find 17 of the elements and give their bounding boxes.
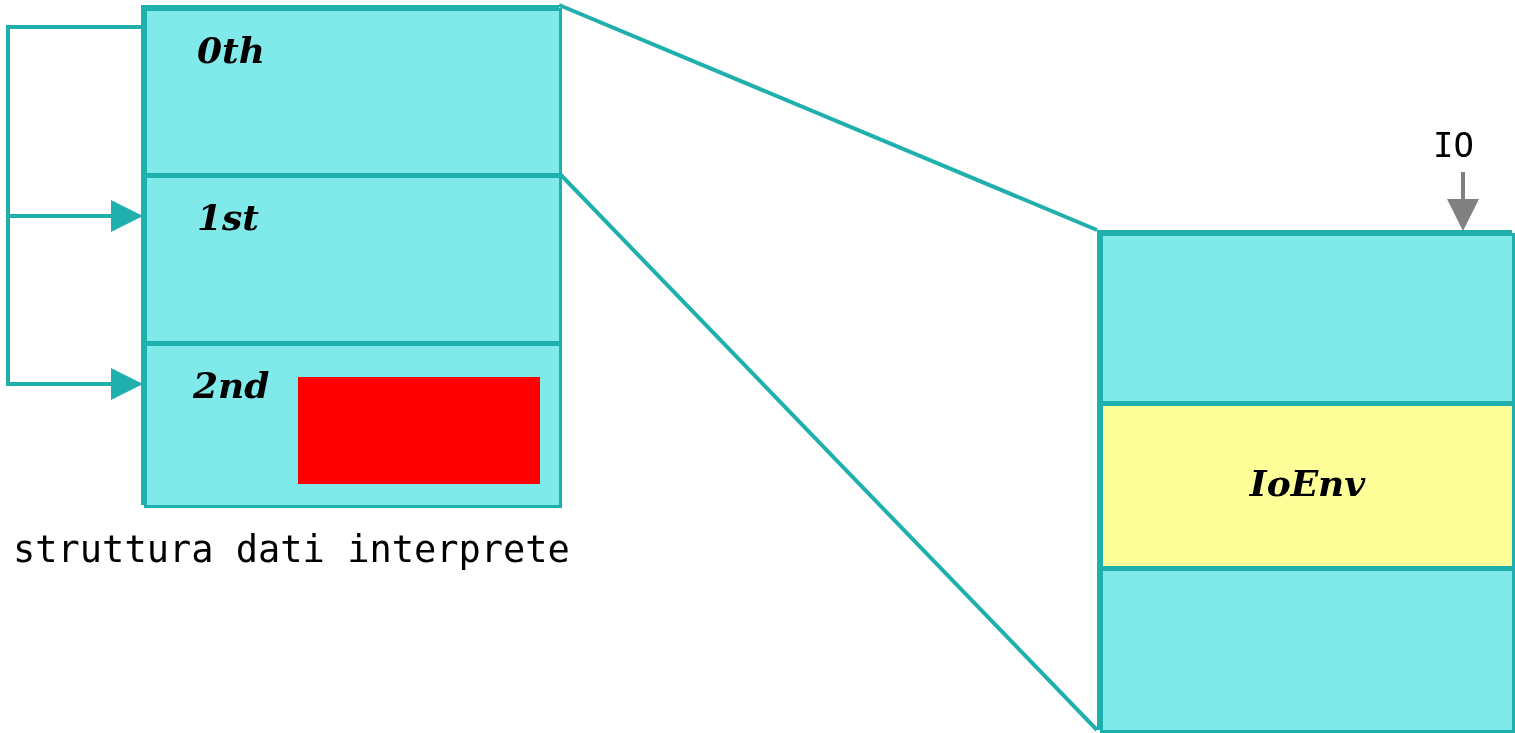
cell-label: IoEnv xyxy=(1248,462,1367,504)
node-label: struttura dati interprete xyxy=(13,528,570,571)
frame-cell xyxy=(1100,233,1515,404)
expanded-frame xyxy=(1097,230,1512,730)
zoom-line xyxy=(558,3,1098,232)
arrow xyxy=(6,25,143,400)
cell-label: 2nd xyxy=(193,364,270,406)
frame-cell xyxy=(1100,568,1515,733)
cell-label: 0th xyxy=(197,29,265,71)
cell-label: 1st xyxy=(197,196,259,238)
stack-cell xyxy=(144,175,562,344)
environment-cell xyxy=(1100,403,1515,569)
arrow xyxy=(1447,172,1479,231)
stack-cell xyxy=(144,343,562,508)
highlight-block xyxy=(298,377,540,484)
io-label: IO xyxy=(1433,125,1474,165)
stack-cell xyxy=(144,8,562,176)
